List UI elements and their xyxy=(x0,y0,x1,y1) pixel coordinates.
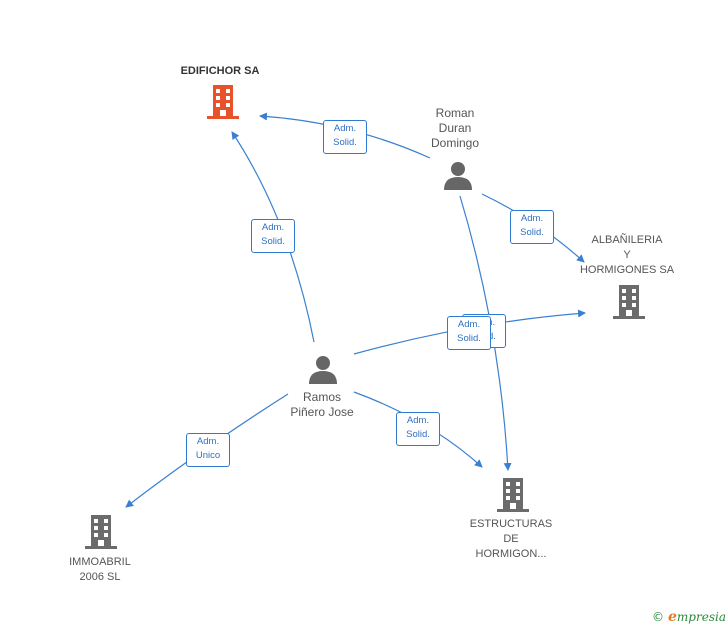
brand-name: mpresia xyxy=(676,610,726,624)
edge-label-ramos-immoabril[interactable]: Adm. Unico xyxy=(186,433,230,467)
person-icon[interactable] xyxy=(308,354,338,384)
person-icon[interactable] xyxy=(443,160,473,190)
building-icon[interactable] xyxy=(85,515,117,549)
node-label-roman[interactable]: Roman Duran Domingo xyxy=(430,106,480,150)
node-label-albanileria[interactable]: ALBAÑILERIA Y HORMIGONES SA xyxy=(579,234,675,276)
node-label-immoabril[interactable]: IMMOABRIL 2006 SL xyxy=(69,556,131,583)
node-label-edifichor[interactable]: EDIFICHOR SA xyxy=(180,65,260,77)
node-label-ramos[interactable]: Ramos Piñero Jose xyxy=(290,390,354,419)
edge-label-roman-albanileria[interactable]: Adm. Solid. xyxy=(510,210,554,244)
edge-label-ramos-estructuras[interactable]: Adm. Solid. xyxy=(396,412,440,446)
edge-label-ramos-albanileria[interactable]: Adm. Solid. xyxy=(447,316,491,350)
edge-label-roman-edifichor[interactable]: Adm. Solid. xyxy=(323,120,367,154)
copyright-symbol: © xyxy=(652,610,664,624)
brand-logo[interactable]: © empresia xyxy=(652,609,726,625)
building-icon[interactable] xyxy=(497,478,529,512)
node-label-estructuras[interactable]: ESTRUCTURAS DE HORMIGON... xyxy=(469,518,553,560)
brand-initial: e xyxy=(668,609,677,625)
building-icon[interactable] xyxy=(207,85,239,119)
edge-label-ramos-edifichor[interactable]: Adm. Solid. xyxy=(251,219,295,253)
building-icon[interactable] xyxy=(613,285,645,319)
